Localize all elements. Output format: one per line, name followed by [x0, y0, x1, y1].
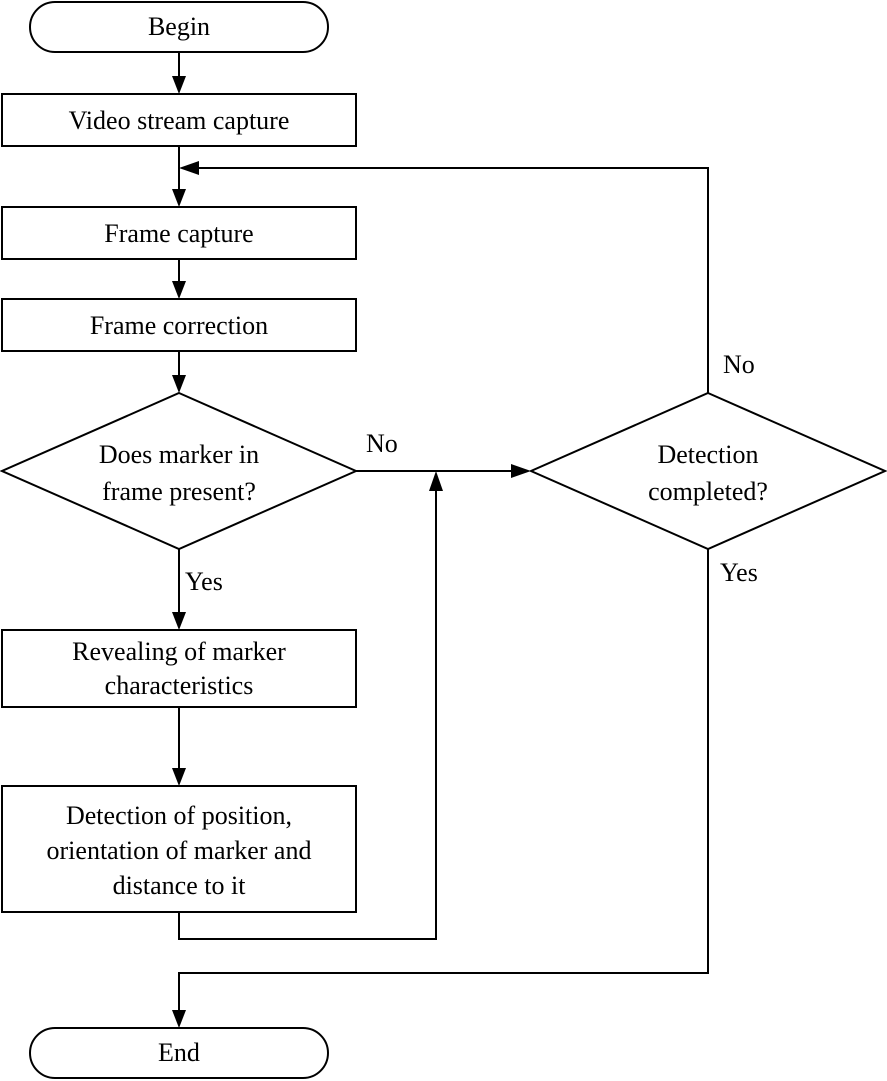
- completed-no-label: No: [723, 350, 755, 379]
- frame-capture-node: Frame capture: [1, 206, 357, 260]
- detection-completed-decision: Detection completed?: [528, 391, 887, 551]
- edge-completed-no-loop-to-frame-capture: [179, 161, 709, 393]
- video-stream-capture-node: Video stream capture: [1, 93, 357, 147]
- detection-position-label-line-1: Detection of position,: [66, 801, 292, 830]
- marker-yes-label: Yes: [185, 567, 223, 596]
- video-stream-capture-label: Video stream capture: [69, 106, 290, 135]
- edge-video-to-frame-capture: [172, 146, 186, 207]
- frame-correction-label: Frame correction: [90, 311, 268, 340]
- detection-completed-label-line-2: completed?: [648, 477, 768, 506]
- detection-position-label-line-3: distance to it: [113, 871, 247, 900]
- end-label: End: [158, 1038, 200, 1067]
- detection-position-node: Detection of position, orientation of ma…: [1, 785, 357, 913]
- edge-correction-to-marker-decision: [172, 351, 186, 393]
- marker-present-decision: Does marker in frame present?: [0, 391, 359, 551]
- edge-begin-to-video: [172, 52, 186, 94]
- edge-revealing-to-detection-position: [172, 707, 186, 786]
- marker-present-label-line-1: Does marker in: [99, 440, 259, 469]
- marker-no-label: No: [366, 429, 398, 458]
- completed-yes-label: Yes: [720, 558, 758, 587]
- detection-completed-label-line-1: Detection: [657, 440, 758, 469]
- detection-position-label-line-2: orientation of marker and: [47, 836, 312, 865]
- frame-capture-label: Frame capture: [104, 219, 253, 248]
- revealing-characteristics-label-line-1: Revealing of marker: [72, 637, 286, 666]
- edge-marker-no-to-completed: [356, 464, 531, 478]
- end-node: End: [29, 1027, 329, 1079]
- edge-detection-position-loop-back: [178, 471, 443, 940]
- marker-present-label-line-2: frame present?: [102, 477, 256, 506]
- edge-frame-capture-to-correction: [172, 259, 186, 299]
- revealing-characteristics-label-line-2: characteristics: [105, 671, 254, 700]
- revealing-characteristics-node: Revealing of marker characteristics: [1, 629, 357, 708]
- begin-node: Begin: [29, 1, 329, 53]
- edge-marker-yes-to-revealing: [172, 549, 186, 630]
- frame-correction-node: Frame correction: [1, 298, 357, 352]
- edge-completed-yes-to-end: [172, 549, 709, 1028]
- begin-label: Begin: [148, 12, 210, 41]
